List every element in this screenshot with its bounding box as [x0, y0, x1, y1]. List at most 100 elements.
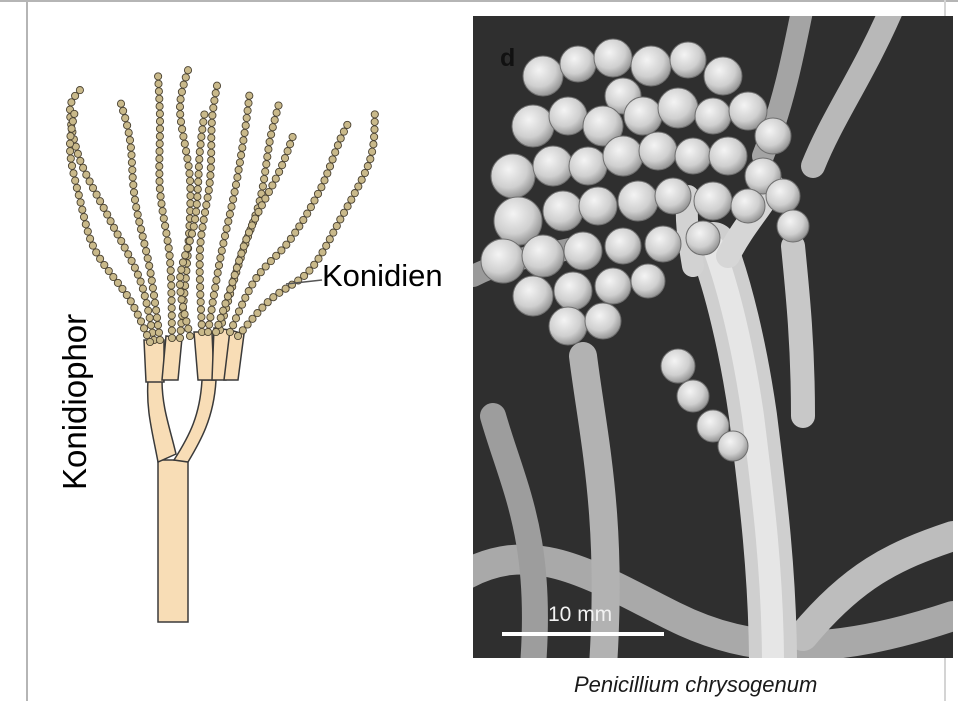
conidium: [208, 149, 215, 156]
conidium: [209, 299, 216, 306]
conidium: [158, 200, 165, 207]
conidium: [281, 155, 288, 162]
conidium: [127, 144, 134, 151]
conidium: [150, 292, 157, 299]
conidium: [177, 118, 184, 125]
conidium: [207, 314, 214, 321]
conidium: [207, 164, 214, 171]
conidium: [153, 307, 160, 314]
conidium: [358, 176, 365, 183]
conidium: [319, 249, 326, 256]
conidium: [134, 211, 141, 218]
scale-bar: [502, 632, 664, 636]
conidium: [248, 222, 255, 229]
conidium: [156, 103, 163, 110]
conidium: [197, 291, 204, 298]
conidium: [146, 338, 153, 345]
conidium: [120, 107, 127, 114]
conidium: [230, 322, 237, 329]
conidium: [71, 110, 78, 117]
conidium: [266, 138, 273, 145]
conidium: [129, 174, 136, 181]
conidiophore-drawing: [40, 50, 440, 630]
conidium: [198, 313, 205, 320]
conidium: [197, 283, 204, 290]
micrograph-conidium: [695, 98, 731, 134]
conidium: [180, 81, 187, 88]
conidium: [66, 140, 73, 147]
conidium: [149, 284, 156, 291]
conidium: [156, 185, 163, 192]
conidium: [208, 119, 215, 126]
conidium: [330, 229, 337, 236]
conidium: [206, 321, 213, 328]
conidium: [370, 141, 377, 148]
micrograph-conidium: [603, 136, 643, 176]
conidium: [155, 329, 162, 336]
conidium: [269, 124, 276, 131]
conidium: [351, 190, 358, 197]
micrograph-conidium: [513, 276, 553, 316]
conidium: [97, 198, 104, 205]
micrograph-conidium: [564, 232, 602, 270]
conidium: [186, 237, 193, 244]
conidium: [344, 203, 351, 210]
conidium: [68, 162, 75, 169]
conidium: [168, 334, 175, 341]
conidium: [114, 231, 121, 238]
conidium: [271, 116, 278, 123]
micrograph-conidium: [777, 210, 809, 242]
conidium: [259, 183, 266, 190]
conidium: [218, 247, 225, 254]
conidium: [344, 121, 351, 128]
panel-letter: d: [500, 44, 515, 73]
conidium: [133, 204, 140, 211]
conidium: [279, 162, 286, 169]
conidium: [74, 150, 81, 157]
conidium: [156, 336, 163, 343]
scale-bar-label: 10 mm: [548, 603, 612, 627]
conidium: [194, 193, 201, 200]
conidium: [200, 118, 207, 125]
micrograph-conidium: [658, 88, 698, 128]
conidium: [187, 185, 194, 192]
conidium: [289, 133, 296, 140]
conidium: [131, 264, 138, 271]
conidium: [332, 149, 339, 156]
conidium: [212, 90, 219, 97]
conidium: [197, 298, 204, 305]
conidium: [186, 170, 193, 177]
conidium: [182, 74, 189, 81]
micrograph-conidium: [569, 147, 607, 185]
conidium: [110, 224, 117, 231]
conidium: [195, 163, 202, 170]
conidium: [213, 82, 220, 89]
conidium: [168, 297, 175, 304]
conidium: [264, 153, 271, 160]
conidium: [156, 170, 163, 177]
conidium: [87, 235, 94, 242]
conidium: [321, 177, 328, 184]
conidium: [126, 137, 133, 144]
conidium: [226, 328, 233, 335]
conidium: [179, 259, 186, 266]
conidium: [195, 178, 202, 185]
conidium: [144, 255, 151, 262]
conidium: [160, 215, 167, 222]
conidium: [164, 237, 171, 244]
conidium: [197, 141, 204, 148]
micrograph-conidium: [523, 56, 563, 96]
conidium: [217, 254, 224, 261]
conidium: [155, 80, 162, 87]
micrograph-conidium: [579, 187, 617, 225]
conidium: [156, 95, 163, 102]
micrograph-conidium: [522, 235, 564, 277]
conidium: [77, 199, 84, 206]
conidium: [75, 192, 82, 199]
conidium: [148, 277, 155, 284]
micrograph-conidium: [481, 239, 525, 283]
conidium: [340, 128, 347, 135]
conidium: [300, 216, 307, 223]
conidium: [225, 218, 232, 225]
micrograph-conidium: [731, 189, 765, 223]
